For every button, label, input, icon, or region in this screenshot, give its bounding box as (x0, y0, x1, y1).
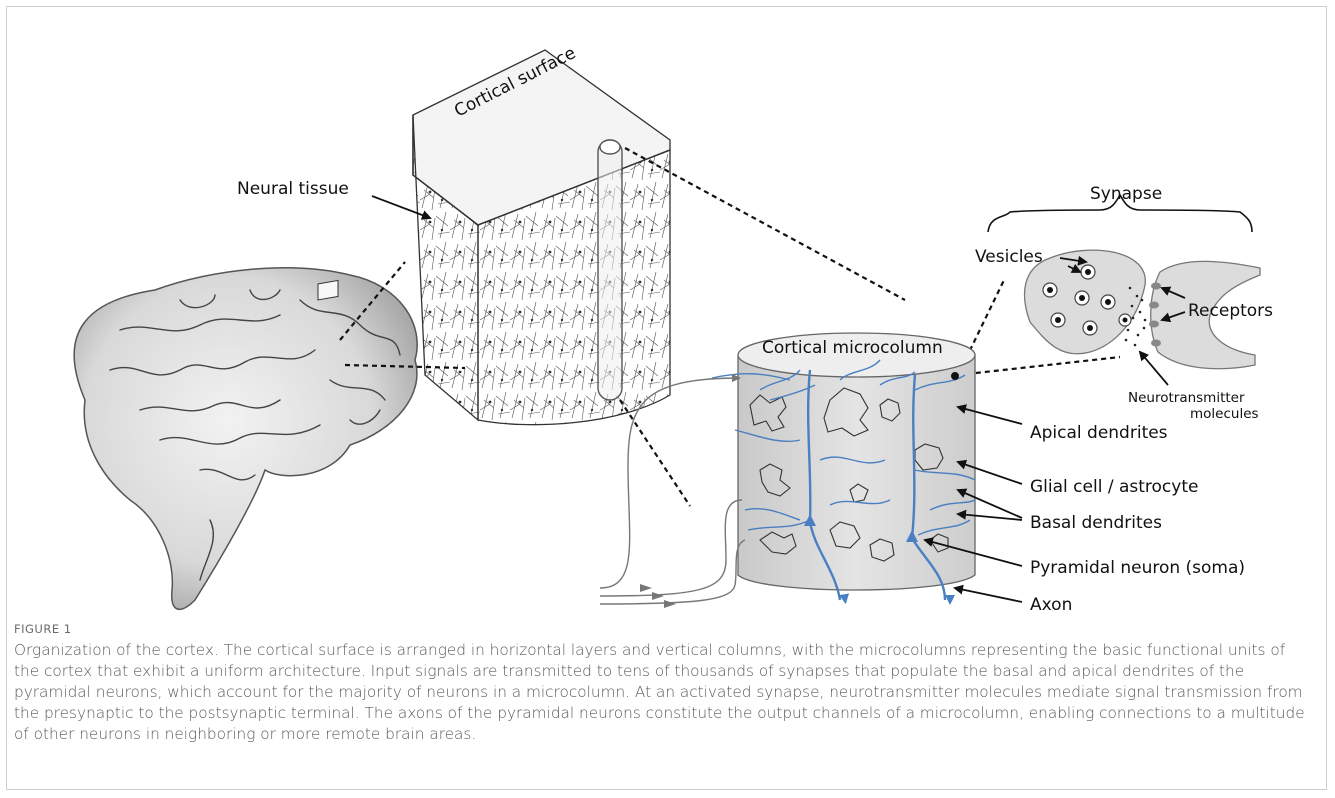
synapse-label: Synapse (1090, 184, 1162, 204)
label-arrows (371, 195, 1186, 603)
glial-cell-label: Glial cell / astrocyte (1030, 477, 1198, 497)
figure-number: FIGURE 1 (14, 622, 72, 636)
receptors-label: Receptors (1188, 301, 1273, 321)
cortex-diagram: Cortical surface Neural tissue Synapse V… (73, 43, 1273, 615)
zoom-connectors (339, 147, 1121, 507)
pyramidal-neuron-label: Pyramidal neuron (soma) (1030, 558, 1245, 578)
synapse-illustration (987, 193, 1261, 370)
axon-label: Axon (1030, 595, 1072, 615)
figure-caption: Organization of the cortex. The cortical… (14, 641, 1305, 743)
glial-cells (749, 387, 949, 562)
cortical-microcolumn-label: Cortical microcolumn (762, 338, 943, 358)
figure-frame (6, 6, 1327, 790)
dendrites (711, 359, 976, 536)
apical-dendrites-label: Apical dendrites (1030, 423, 1168, 443)
cortical-microcolumn (599, 332, 976, 608)
neurotransmitter-label-line2: molecules (1190, 406, 1259, 422)
input-fibers (599, 374, 746, 605)
neurotransmitter-label-line1: Neurotransmitter (1128, 390, 1245, 406)
brain-illustration (73, 267, 418, 610)
pyramidal-neurons (804, 369, 955, 605)
vesicles-label: Vesicles (975, 247, 1043, 267)
basal-dendrites-label: Basal dendrites (1030, 513, 1162, 533)
cortical-surface-block (412, 49, 671, 426)
neural-tissue-label: Neural tissue (237, 179, 349, 199)
